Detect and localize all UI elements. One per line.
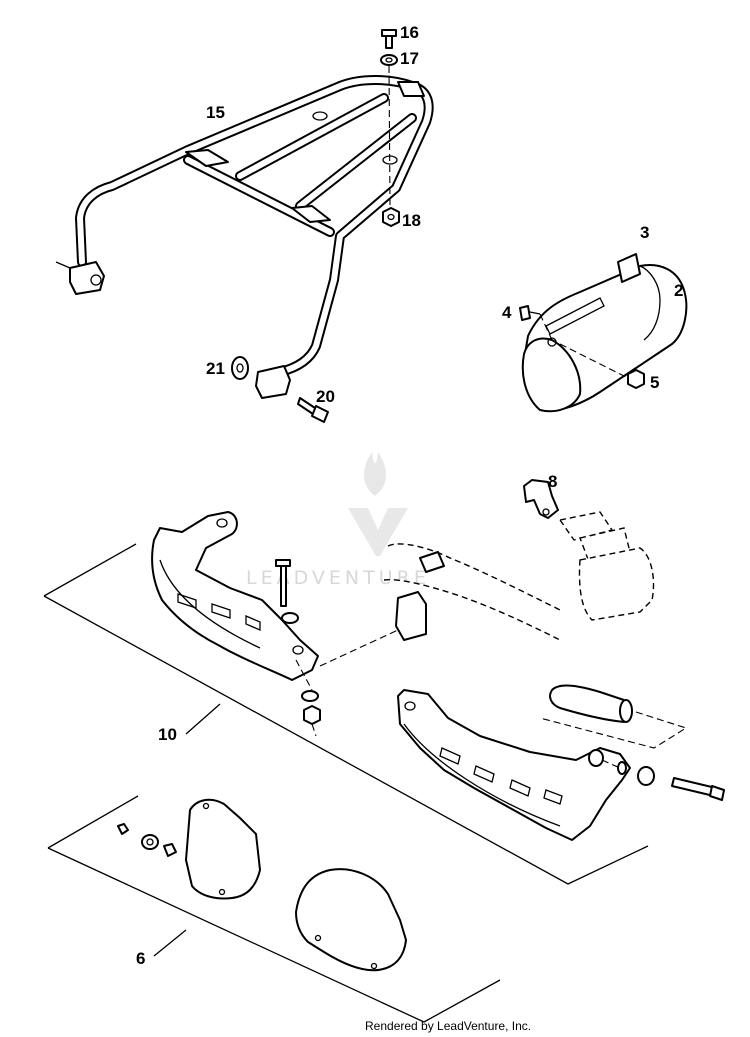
callout-20: 20 [316,387,335,406]
leader-6 [153,929,187,957]
callout-6: 6 [136,949,145,968]
left-deflector [185,798,261,900]
washer-17 [380,54,398,66]
leadventure-logo [348,452,408,556]
callout-4: 4 [502,303,512,322]
callout-2: 2 [674,281,683,300]
right-grip [539,684,688,749]
tool-bag [521,253,688,413]
leader-10 [185,703,221,735]
left-guard-bolt [275,559,299,624]
left-guard-axis [295,659,317,737]
handguard-plane [43,543,649,885]
leader-5 [559,343,629,379]
leader-4 [539,313,553,341]
callout-18: 18 [402,211,421,230]
callout-8: 8 [548,472,557,491]
screw-4 [519,305,541,321]
deflector-plane [47,795,501,1023]
callout-15: 15 [206,103,225,122]
callout-17: 17 [400,49,419,68]
right-guard-bolt [617,761,725,801]
deflector-hardware [117,823,177,857]
callout-21: 21 [206,359,225,378]
left-guard-washer-nut [301,690,321,725]
render-credit: Rendered by LeadVenture, Inc. [365,1019,531,1033]
watermark: LEADVENTURE [246,452,430,589]
right-guard-axis [601,759,621,769]
right-handguard [397,689,631,841]
bolt-20 [297,397,329,423]
callout-5: 5 [650,373,659,392]
washer-21 [231,356,249,380]
left-handguard [151,511,319,681]
right-deflector [295,868,407,972]
watermark-text: LEADVENTURE [246,567,430,589]
nut-18 [382,207,400,227]
leader-16-17-18 [388,65,391,206]
bracket-8 [523,479,559,519]
rear-carrier-rack [69,75,434,399]
dashed-lamp [558,511,655,621]
callout-10: 10 [158,725,177,744]
handlebar [319,543,561,667]
callout-16: 16 [400,23,419,42]
leader-15 [55,261,71,269]
callout-3: 3 [640,223,649,242]
bolt-16 [381,29,397,49]
nut-5 [627,369,645,389]
